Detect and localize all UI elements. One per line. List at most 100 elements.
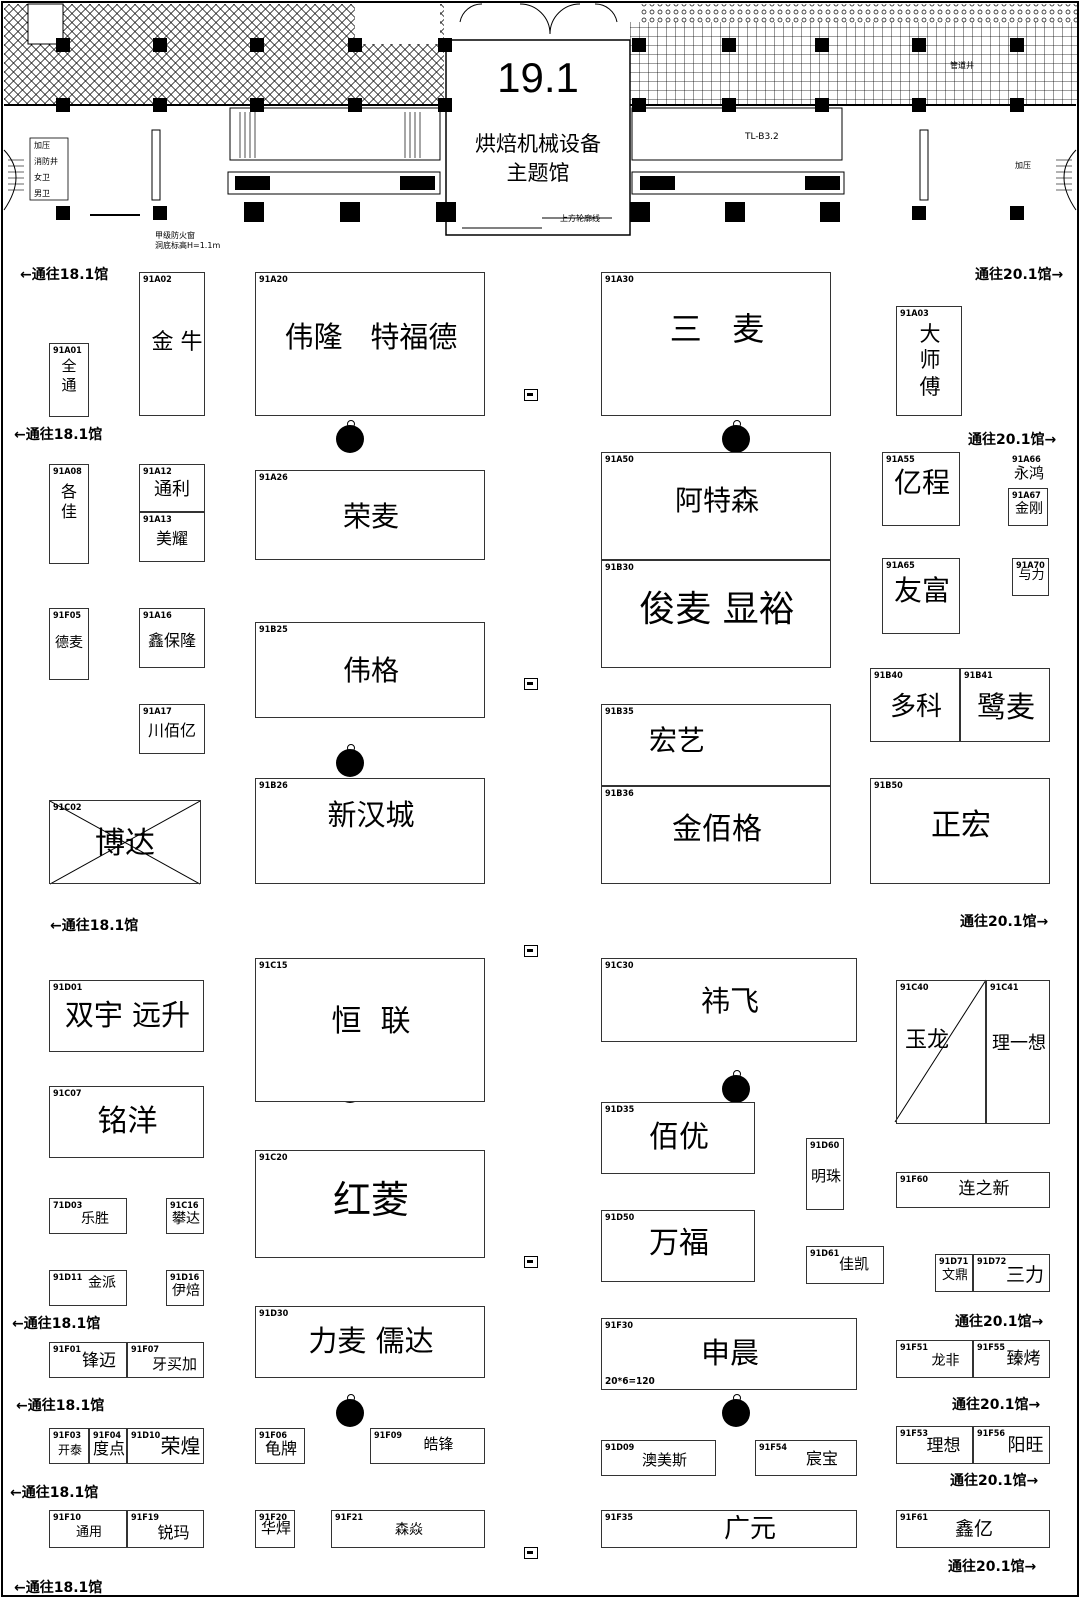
booth-name: 皓锋 <box>423 1435 454 1453</box>
pillar <box>722 38 736 52</box>
round-column <box>721 1070 751 1104</box>
booth-code: 91C30 <box>605 961 634 971</box>
booth-name: 澳美斯 <box>641 1451 687 1469</box>
pillar <box>912 98 926 112</box>
booth-code: 91C02 <box>53 803 82 813</box>
booth[interactable]: 91D09 澳美斯 <box>601 1440 716 1476</box>
hydrant-icon <box>524 389 538 401</box>
pillar <box>56 98 70 112</box>
booth[interactable]: 91C30 祎飞 <box>601 958 857 1042</box>
booth-code: 91D09 <box>605 1443 635 1453</box>
booth-name: 俊麦 显裕 <box>639 589 795 630</box>
booth-name: 亿程 <box>893 466 950 499</box>
pillar <box>436 202 456 222</box>
round-column <box>335 420 365 454</box>
pillar <box>56 206 70 220</box>
booth-code: 91A02 <box>143 275 172 285</box>
booth-code: 91C07 <box>53 1089 82 1099</box>
booth-name: 祎飞 <box>700 984 759 1018</box>
booth-name: 阿特森 <box>674 484 759 517</box>
booth-name: 理想 <box>926 1436 961 1456</box>
stair-label: 女卫 <box>34 173 50 182</box>
pillar <box>1010 206 1024 220</box>
booth-code: 91A20 <box>259 275 288 285</box>
booth-name: 玉龙 <box>904 1028 949 1053</box>
booth-name: 臻烤 <box>1006 1349 1041 1369</box>
pillar <box>348 98 362 112</box>
booth-name: 新汉城 <box>327 798 415 832</box>
pillar <box>632 38 646 52</box>
booth-code: 91A65 <box>886 561 915 571</box>
booth-name: 理一想 <box>992 1033 1046 1054</box>
booth-name: 万福 <box>649 1226 709 1261</box>
booth[interactable]: 91A20 伟隆 特福德 <box>255 272 485 416</box>
hydrant-icon <box>524 1547 538 1559</box>
booth-name: 双宇 远升 <box>64 998 191 1032</box>
booth-name: 伟隆 特福德 <box>284 320 458 354</box>
